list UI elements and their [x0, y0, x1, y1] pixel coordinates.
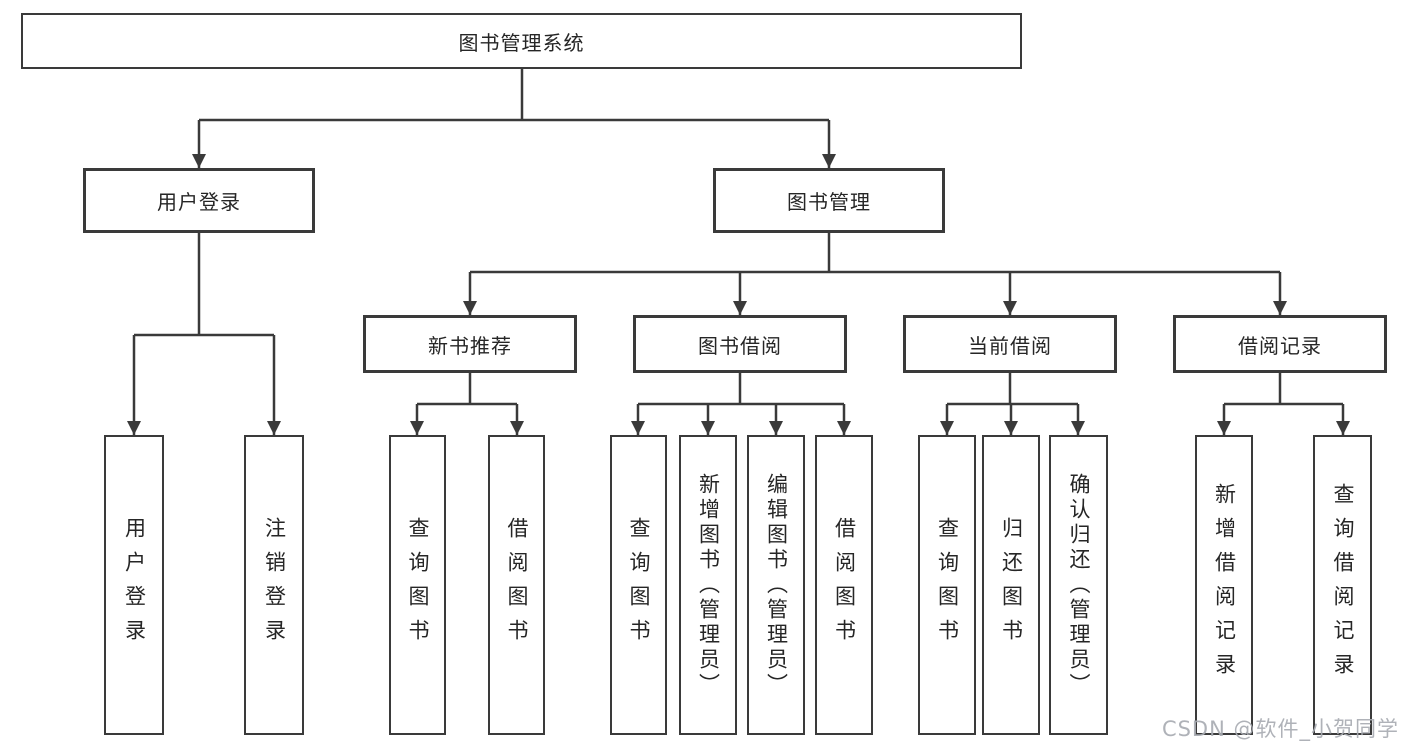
- leaf-logout-label: 注销登录: [262, 517, 287, 653]
- leaf-query-borrow-record-label: 查询借阅记录: [1331, 483, 1355, 687]
- edges-bookborrow-group: [631, 373, 851, 435]
- leaf-add-book-admin: 新增图书（管理员）: [679, 435, 737, 735]
- leaf-borrow-query-book: 查询图书: [610, 435, 667, 735]
- leaf-user-login: 用户登录: [104, 435, 164, 735]
- csdn-watermark: CSDN @软件_小贺同学: [1161, 717, 1399, 741]
- leaf-newbooks-borrow-book-label: 借阅图书: [505, 517, 529, 653]
- leaf-edit-book-admin: 编辑图书（管理员）: [747, 435, 805, 735]
- leaf-newbooks-query-book: 查询图书: [389, 435, 446, 735]
- node-book-management-label: 图书管理: [787, 190, 871, 214]
- edges-currentborrow-group: [940, 373, 1085, 435]
- node-book-borrow: 图书借阅: [633, 315, 847, 373]
- leaf-return-book: 归还图书: [982, 435, 1040, 735]
- leaf-query-borrow-record: 查询借阅记录: [1313, 435, 1372, 735]
- leaf-confirm-return-admin-label: 确认归还（管理员）: [1067, 472, 1091, 698]
- node-user-login: 用户登录: [83, 168, 315, 233]
- edges-userlogin-group: [127, 233, 281, 435]
- node-borrow-records-label: 借阅记录: [1238, 333, 1322, 358]
- edges-newbooks-group: [410, 373, 524, 435]
- leaf-current-query-book: 查询图书: [918, 435, 976, 735]
- leaf-borrow-query-book-label: 查询图书: [627, 517, 651, 653]
- leaf-borrow-book-label: 借阅图书: [832, 517, 857, 653]
- leaf-borrow-book: 借阅图书: [815, 435, 873, 735]
- node-root: 图书管理系统: [21, 13, 1022, 69]
- node-book-borrow-label: 图书借阅: [698, 333, 782, 358]
- node-current-borrow: 当前借阅: [903, 315, 1117, 373]
- node-borrow-records: 借阅记录: [1173, 315, 1387, 373]
- leaf-current-query-book-label: 查询图书: [935, 517, 960, 653]
- edges-bookmgmt-to-level3: [463, 233, 1287, 315]
- leaf-newbooks-query-book-label: 查询图书: [406, 517, 430, 653]
- node-new-book-recommend: 新书推荐: [363, 315, 577, 373]
- leaf-add-borrow-record: 新增借阅记录: [1195, 435, 1253, 735]
- leaf-return-book-label: 归还图书: [999, 517, 1024, 653]
- leaf-add-borrow-record-label: 新增借阅记录: [1212, 483, 1237, 687]
- leaf-add-book-admin-label: 新增图书（管理员）: [696, 472, 721, 698]
- node-current-borrow-label: 当前借阅: [968, 333, 1052, 358]
- node-new-book-recommend-label: 新书推荐: [428, 333, 512, 358]
- node-book-management: 图书管理: [713, 168, 945, 233]
- node-user-login-label: 用户登录: [157, 190, 241, 214]
- leaf-user-login-label: 用户登录: [122, 517, 147, 653]
- leaf-confirm-return-admin: 确认归还（管理员）: [1049, 435, 1108, 735]
- leaf-newbooks-borrow-book: 借阅图书: [488, 435, 545, 735]
- node-root-label: 图书管理系统: [458, 30, 585, 55]
- edges-root-to-level2: [192, 69, 836, 168]
- leaf-edit-book-admin-label: 编辑图书（管理员）: [764, 472, 789, 698]
- leaf-logout: 注销登录: [244, 435, 304, 735]
- edges-borrowrecords-group: [1217, 373, 1350, 435]
